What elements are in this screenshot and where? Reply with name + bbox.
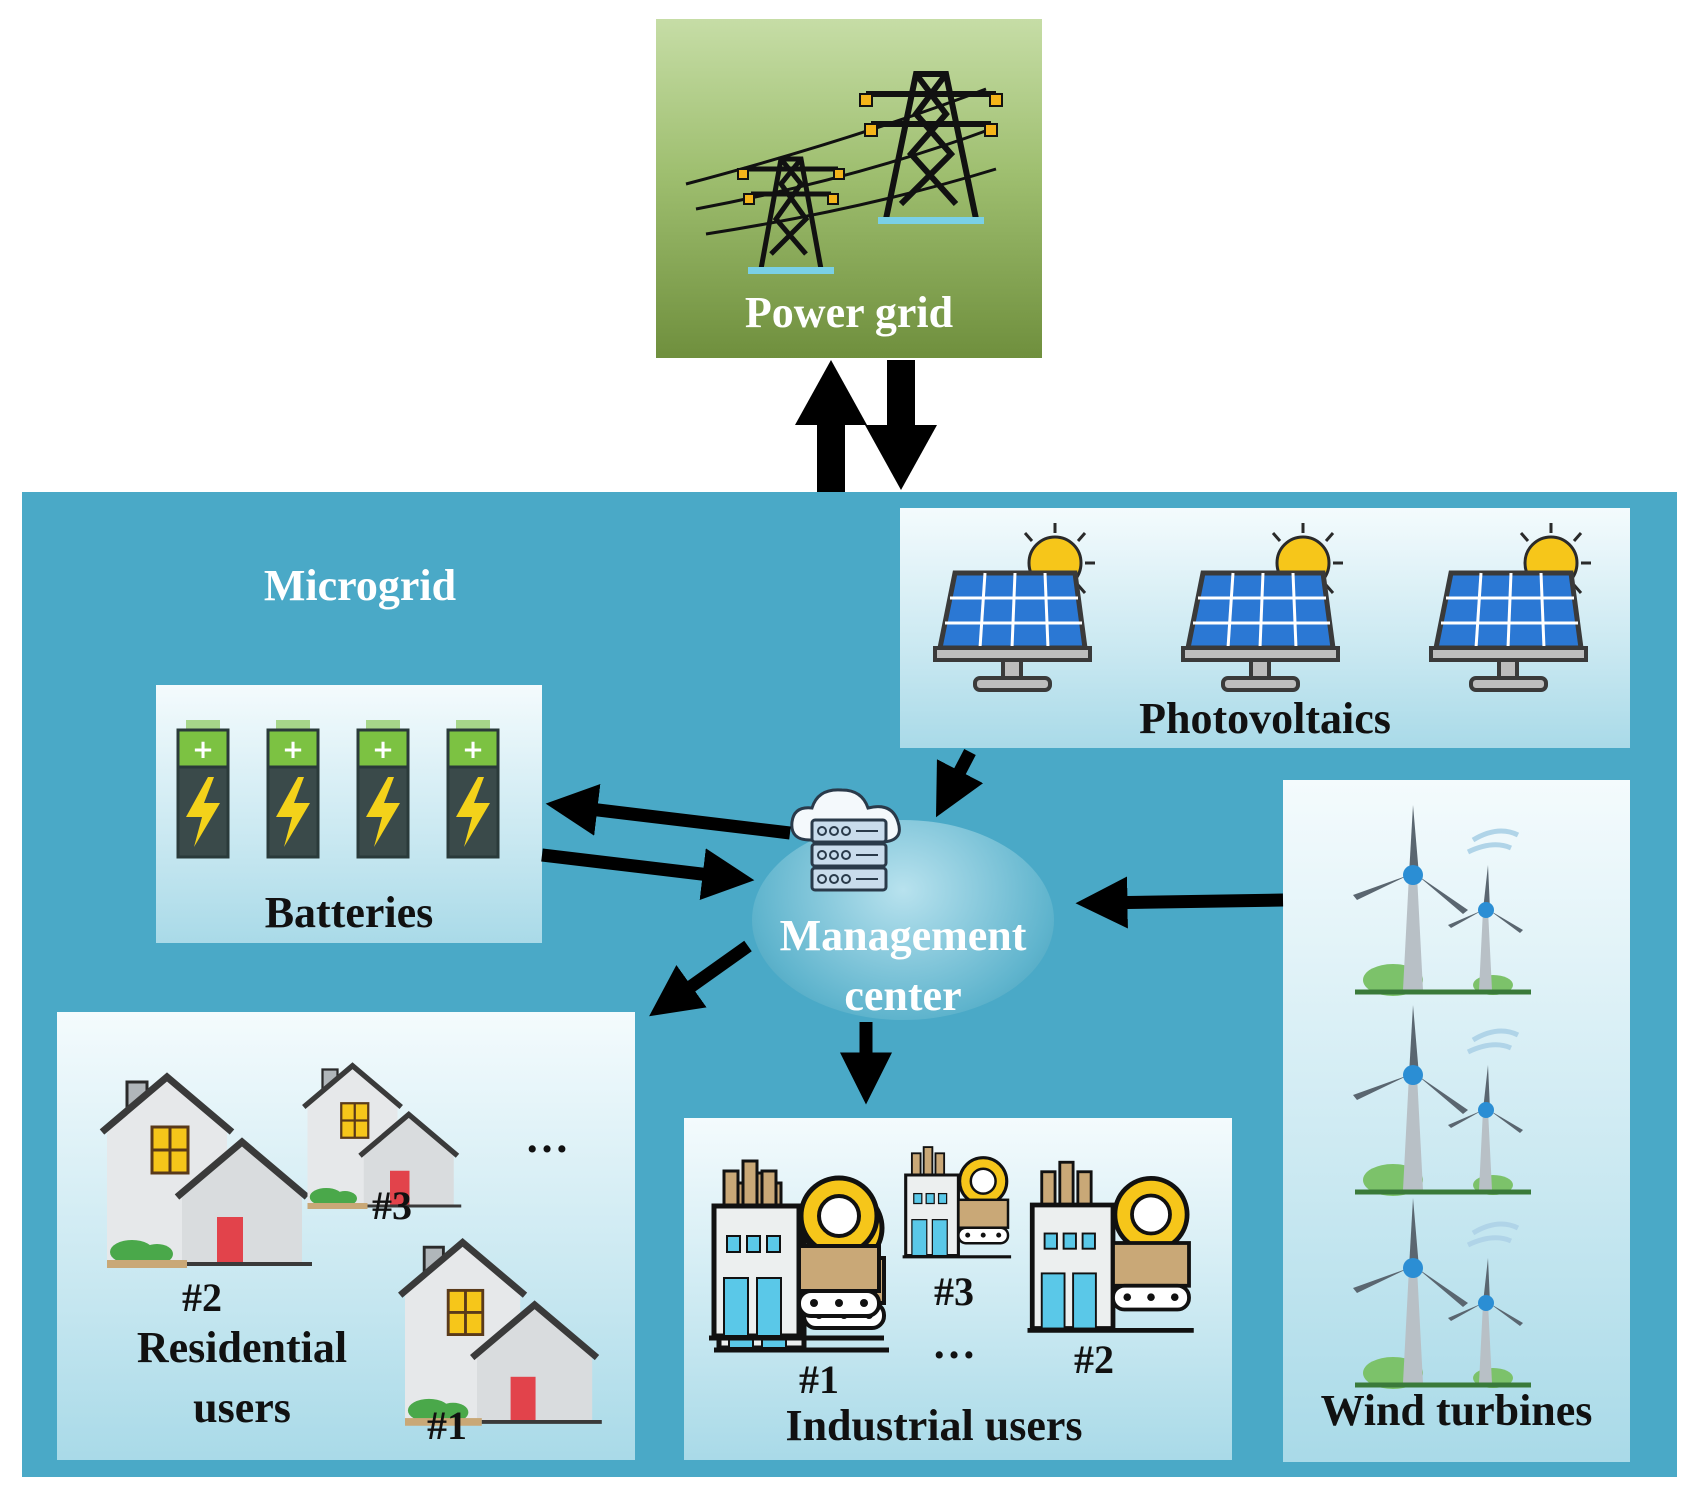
wind-turbines-label: Wind turbines <box>1320 1386 1593 1435</box>
residential-ellipsis: … <box>525 1113 569 1162</box>
industrial-tag-3: #3 <box>934 1269 974 1314</box>
power-grid-label: Power grid <box>744 288 954 337</box>
microgrid-label: Microgrid <box>263 561 457 610</box>
svg-text:+: + <box>192 735 214 765</box>
wind-turbine-icons <box>1283 805 1630 1380</box>
import-arrow-head <box>865 425 937 490</box>
transmission-tower-icon <box>685 71 1003 274</box>
residential-tag-2: #2 <box>182 1275 222 1320</box>
residential-users-label-line2: users <box>193 1383 291 1432</box>
power-grid-box: Power grid <box>656 19 1042 358</box>
residential-tag-3: #3 <box>372 1183 412 1228</box>
solar-panel-icons <box>933 508 1630 692</box>
batteries-panel: + Batteries <box>156 685 542 943</box>
residential-tag-1: #1 <box>427 1403 467 1448</box>
export-arrow-shaft <box>817 420 845 500</box>
arrow-center-to-residential <box>649 940 752 1017</box>
arrow-center-to-batteries <box>545 784 791 840</box>
industrial-ellipsis: … <box>932 1319 976 1368</box>
solar-panel-icon <box>933 570 1092 692</box>
wind-turbine-icon <box>1353 805 1531 996</box>
industrial-tag-1: #1 <box>799 1357 839 1402</box>
residential-users-label-line1: Residential <box>136 1323 348 1372</box>
house-icons <box>99 1012 635 1460</box>
factory-icons <box>684 1145 1232 1353</box>
photovoltaics-panel: Photovoltaics <box>900 508 1630 748</box>
house-icon <box>99 1072 312 1268</box>
management-center-label-line1: Management <box>779 911 1027 960</box>
battery-icons: + <box>176 718 500 859</box>
industrial-users-label: Industrial users <box>785 1401 1083 1450</box>
industrial-tag-2: #2 <box>1074 1337 1114 1382</box>
export-arrow-head <box>795 360 867 425</box>
battery-icon: + <box>176 720 230 859</box>
import-arrow-shaft <box>887 360 915 430</box>
management-center-label-line2: center <box>844 971 962 1020</box>
photovoltaics-label: Photovoltaics <box>1139 694 1391 743</box>
arrow-wind-to-center <box>1075 876 1284 929</box>
batteries-label: Batteries <box>264 888 434 937</box>
arrow-batteries-to-center <box>541 848 755 900</box>
residential-users-panel: … #3 #2 #1 Residential users <box>57 1012 635 1460</box>
arrow-pv-to-center <box>935 748 984 818</box>
wind-turbines-panel: Wind turbines <box>1283 780 1630 1462</box>
industrial-users-panel: #3 … #2 #1 Industrial users <box>684 1118 1232 1460</box>
management-center-node <box>752 820 1054 1020</box>
cloud-server-icon <box>790 788 901 892</box>
